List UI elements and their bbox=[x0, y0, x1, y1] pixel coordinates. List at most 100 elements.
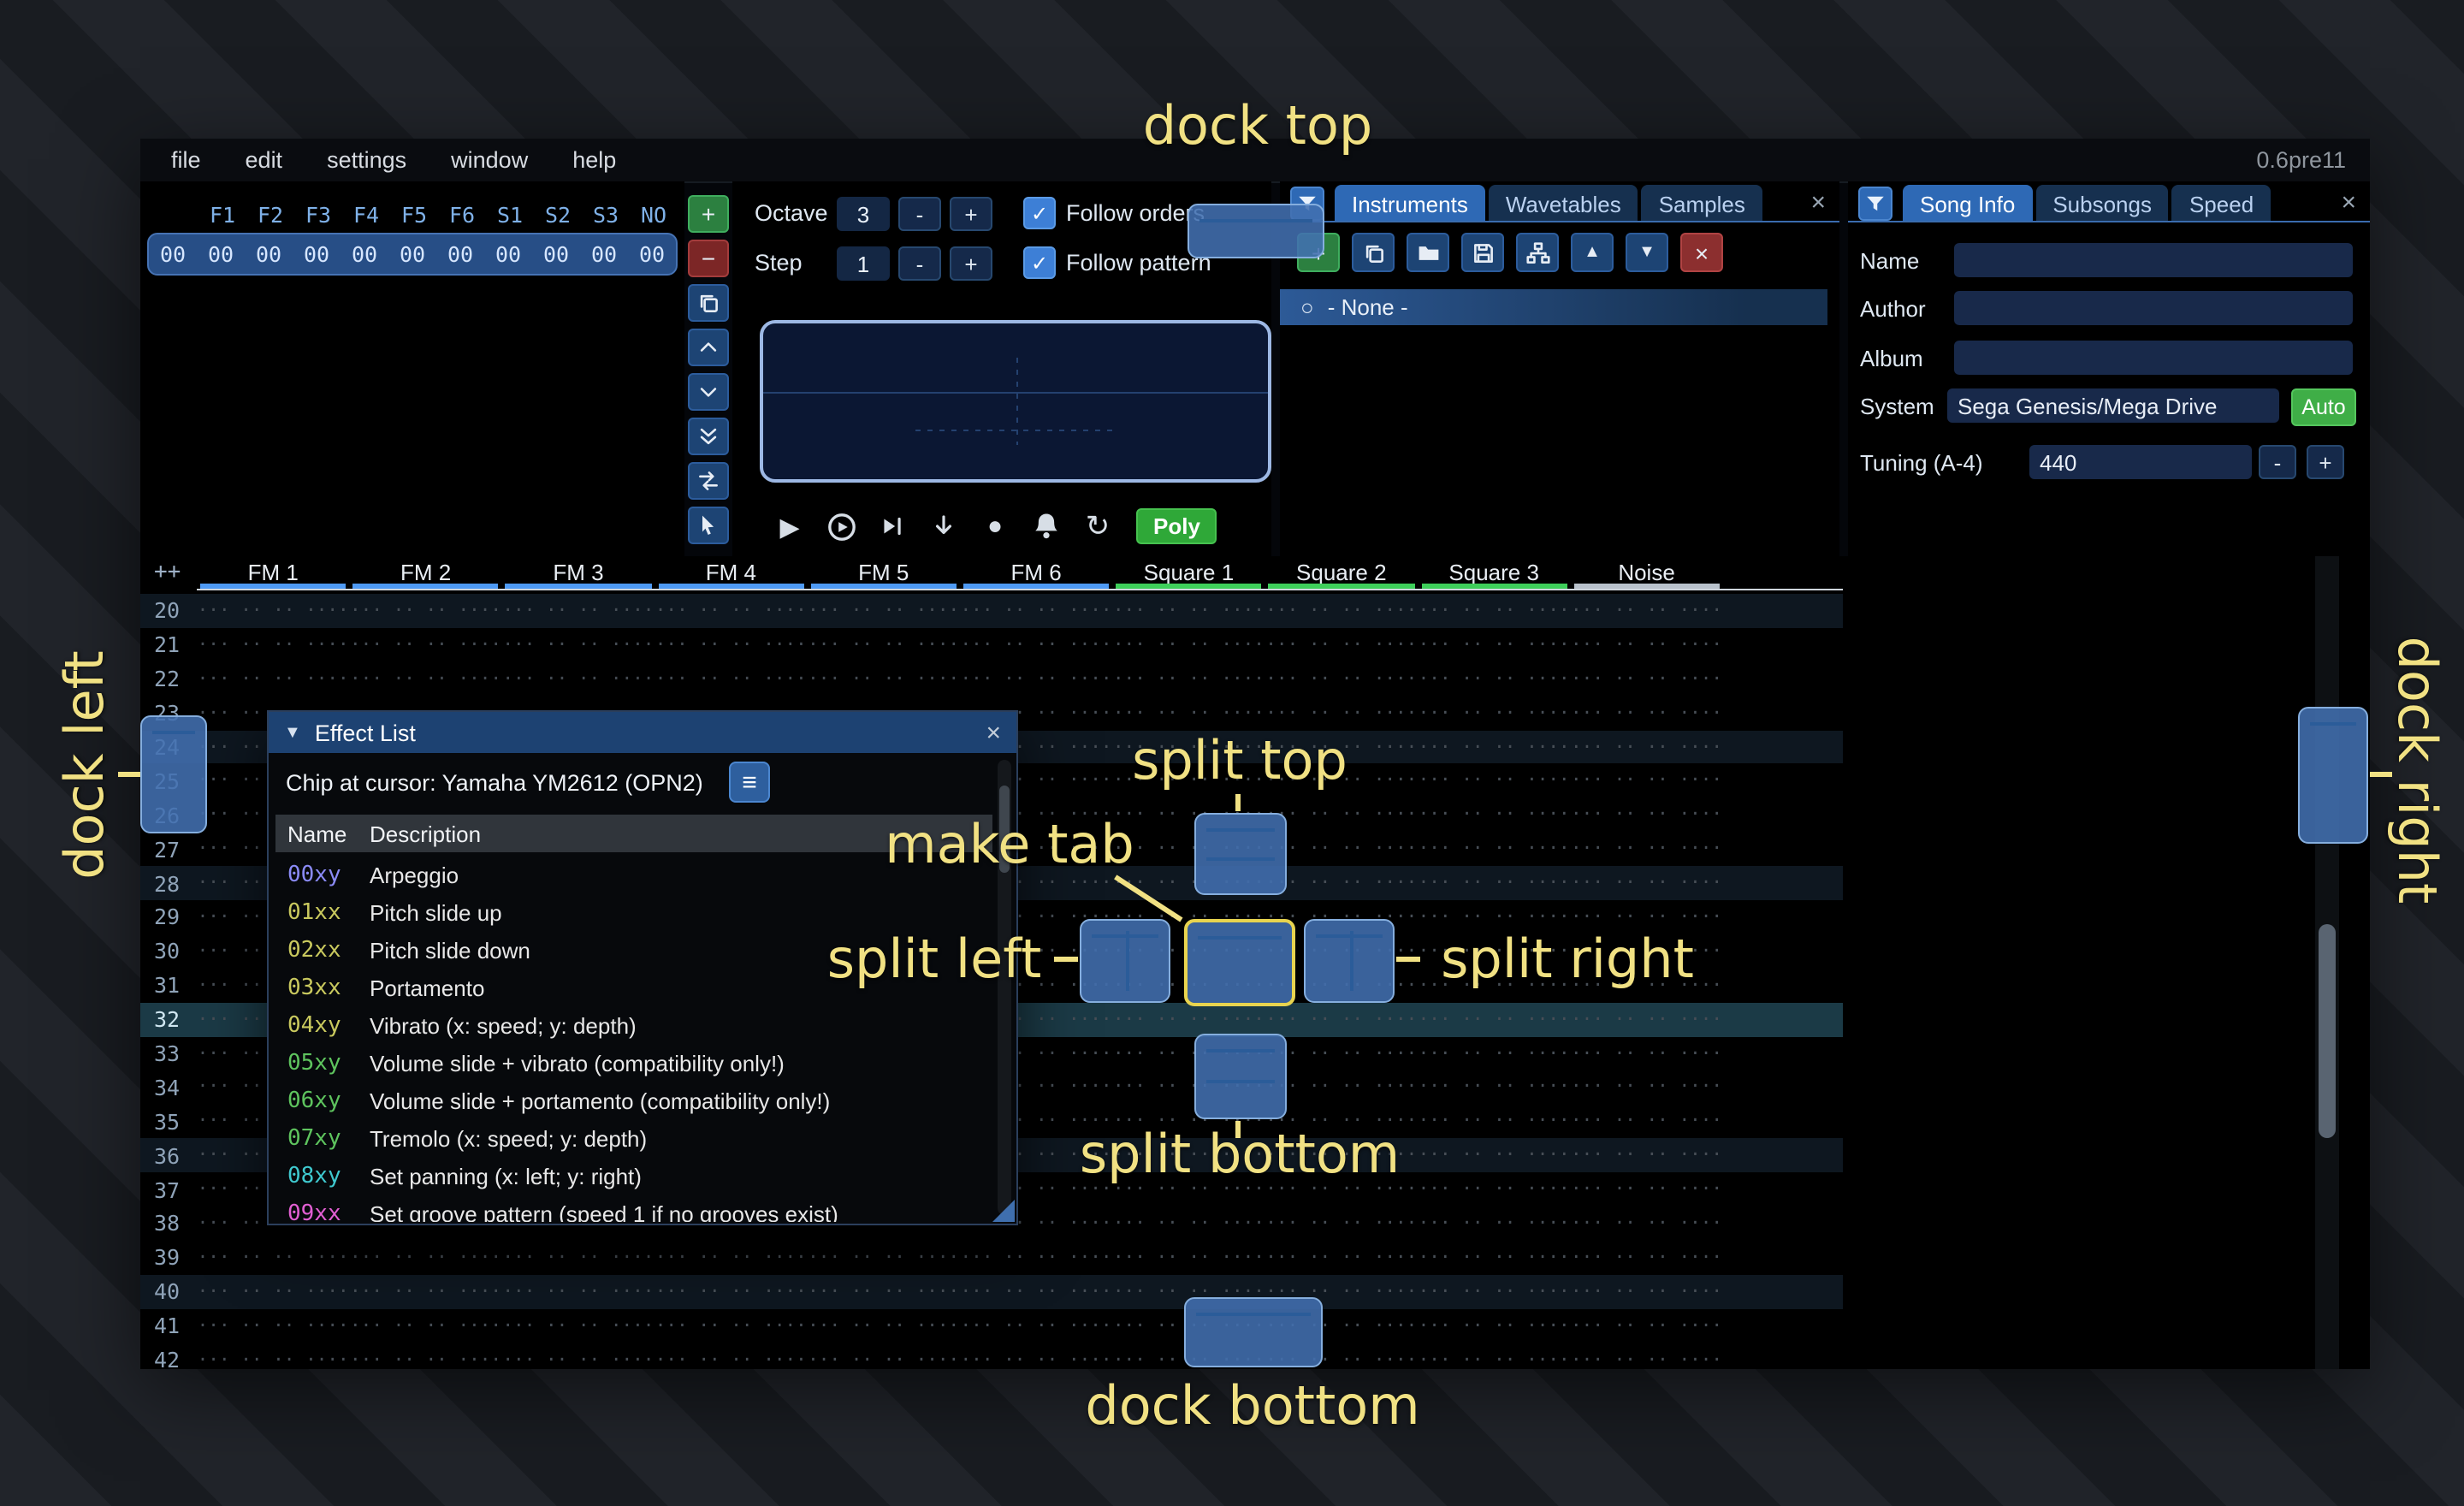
pattern-cell[interactable]: ··· ·· ·· ···· bbox=[960, 668, 1112, 690]
add-order-button[interactable]: + bbox=[688, 195, 729, 233]
split-target-bottom[interactable] bbox=[1194, 1034, 1287, 1119]
pattern-cell[interactable]: ··· ·· ·· ···· bbox=[1265, 600, 1418, 621]
save-instrument-button[interactable] bbox=[1461, 233, 1504, 272]
pattern-cell[interactable]: ··· ·· ·· ···· bbox=[1112, 1145, 1265, 1166]
pattern-cell[interactable]: ··· ·· ·· ···· bbox=[197, 1349, 349, 1369]
play-button[interactable]: ▶ bbox=[779, 513, 800, 542]
step-value[interactable]: 1 bbox=[837, 246, 890, 281]
pattern-cell[interactable]: ··· ·· ·· ···· bbox=[1571, 668, 1723, 690]
pattern-cell[interactable]: ··· ·· ·· ···· bbox=[1418, 975, 1570, 996]
pattern-cell[interactable]: ··· ·· ·· ···· bbox=[1571, 737, 1723, 757]
pattern-cell[interactable]: ··· ·· ·· ···· bbox=[197, 600, 349, 621]
pattern-cell[interactable]: ··· ·· ·· ···· bbox=[1265, 703, 1418, 724]
pattern-cell[interactable]: ··· ·· ·· ···· bbox=[1418, 1043, 1570, 1064]
pattern-cell[interactable]: ··· ·· ·· ···· bbox=[197, 1247, 349, 1268]
channel-header-fm-2[interactable]: FM 2 bbox=[349, 556, 501, 589]
tab-song-info[interactable]: Song Info bbox=[1903, 185, 2033, 222]
step-increase-button[interactable]: + bbox=[950, 246, 992, 281]
pattern-cell[interactable]: ··· ·· ·· ···· bbox=[808, 1281, 960, 1302]
collapse-icon[interactable]: ▼ bbox=[284, 723, 301, 742]
pattern-cell[interactable]: ··· ·· ·· ···· bbox=[1571, 873, 1723, 894]
play-from-cursor-button[interactable] bbox=[876, 510, 909, 543]
pattern-cell[interactable]: ··· ·· ·· ···· bbox=[1571, 1281, 1723, 1302]
pattern-cell[interactable]: ··· ·· ·· ···· bbox=[1571, 1247, 1723, 1268]
pattern-cell[interactable]: ··· ·· ·· ···· bbox=[654, 634, 807, 655]
pattern-cell[interactable]: ··· ·· ·· ···· bbox=[350, 1281, 502, 1302]
pattern-cell[interactable]: ··· ·· ·· ···· bbox=[1265, 770, 1418, 792]
duplicate-instrument-button[interactable] bbox=[1352, 233, 1395, 272]
order-edit-mode-button[interactable] bbox=[688, 507, 729, 544]
pattern-cell[interactable]: ··· ·· ·· ···· bbox=[1571, 839, 1723, 860]
pattern-cell[interactable]: ··· ·· ·· ···· bbox=[808, 1349, 960, 1369]
octave-decrease-button[interactable]: - bbox=[898, 197, 941, 231]
pattern-cell[interactable]: ··· ·· ·· ···· bbox=[1112, 703, 1265, 724]
order-cell[interactable]: 00 bbox=[495, 241, 522, 267]
close-panel-icon[interactable]: × bbox=[2341, 187, 2356, 216]
pattern-cell[interactable]: ··· ·· ·· ···· bbox=[1571, 1213, 1723, 1234]
follow-pattern-label[interactable]: Follow pattern bbox=[1066, 250, 1211, 276]
pattern-cell[interactable]: ··· ·· ·· ···· bbox=[1571, 770, 1723, 792]
menu-file[interactable]: file bbox=[171, 147, 201, 173]
menu-window[interactable]: window bbox=[451, 147, 529, 173]
pattern-cell[interactable]: ··· ·· ·· ···· bbox=[1265, 1111, 1418, 1132]
pattern-cell[interactable]: ··· ·· ·· ···· bbox=[1265, 668, 1418, 690]
pattern-cell[interactable]: ··· ·· ·· ···· bbox=[1571, 703, 1723, 724]
pattern-cell[interactable]: ··· ·· ·· ···· bbox=[1571, 600, 1723, 621]
pattern-cell[interactable]: ··· ·· ·· ···· bbox=[1418, 668, 1570, 690]
menu-settings[interactable]: settings bbox=[327, 147, 407, 173]
pattern-cell[interactable]: ··· ·· ·· ···· bbox=[1418, 940, 1570, 962]
author-field[interactable] bbox=[1954, 291, 2353, 325]
pattern-cell[interactable]: ··· ·· ·· ···· bbox=[1418, 703, 1570, 724]
pattern-cell[interactable]: ··· ·· ·· ···· bbox=[1418, 770, 1570, 792]
pattern-cell[interactable]: ··· ·· ·· ···· bbox=[1418, 634, 1570, 655]
pattern-cell[interactable]: ··· ·· ·· ···· bbox=[502, 1315, 654, 1337]
channel-header-square-1[interactable]: Square 1 bbox=[1112, 556, 1265, 589]
pattern-cell[interactable]: ··· ·· ·· ···· bbox=[1265, 634, 1418, 655]
pattern-cell[interactable]: ··· ·· ·· ···· bbox=[1571, 1111, 1723, 1132]
pattern-cell[interactable]: ··· ·· ·· ···· bbox=[1418, 873, 1570, 894]
pattern-cell[interactable]: ··· ·· ·· ···· bbox=[502, 634, 654, 655]
pattern-cell[interactable]: ··· ·· ·· ···· bbox=[1571, 1315, 1723, 1337]
pattern-cell[interactable]: ··· ·· ·· ···· bbox=[960, 1247, 1112, 1268]
order-cell[interactable]: 00 bbox=[542, 241, 570, 267]
dock-target-left[interactable] bbox=[140, 715, 207, 833]
channel-header-fm-1[interactable]: FM 1 bbox=[197, 556, 349, 589]
pattern-cell[interactable]: ··· ·· ·· ···· bbox=[1112, 1179, 1265, 1201]
tab-list-button[interactable] bbox=[1858, 187, 1892, 221]
pattern-cell[interactable]: ··· ·· ·· ···· bbox=[1571, 1043, 1723, 1064]
pattern-cell[interactable]: ··· ·· ·· ···· bbox=[654, 1315, 807, 1337]
pattern-cell[interactable]: ··· ·· ·· ···· bbox=[1112, 1247, 1265, 1268]
channel-header-fm-3[interactable]: FM 3 bbox=[502, 556, 654, 589]
pattern-cell[interactable]: ··· ·· ·· ···· bbox=[1418, 906, 1570, 928]
order-row-index[interactable]: 00 bbox=[159, 241, 187, 267]
channel-header-fm-4[interactable]: FM 4 bbox=[654, 556, 807, 589]
pattern-cell[interactable]: ··· ·· ·· ···· bbox=[1265, 1043, 1418, 1064]
pattern-scrollbar[interactable] bbox=[2315, 556, 2339, 1369]
pattern-cell[interactable]: ··· ·· ·· ···· bbox=[1265, 1009, 1418, 1030]
instrument-organize-button[interactable] bbox=[1516, 233, 1559, 272]
pattern-cell[interactable]: ··· ·· ·· ···· bbox=[502, 600, 654, 621]
description-column-header[interactable]: Description bbox=[370, 821, 482, 846]
close-icon[interactable]: × bbox=[986, 718, 1001, 747]
pattern-scrollbar-thumb[interactable] bbox=[2319, 924, 2336, 1138]
pattern-cell[interactable]: ··· ·· ·· ···· bbox=[1418, 737, 1570, 757]
pattern-cell[interactable]: ··· ·· ·· ···· bbox=[1112, 600, 1265, 621]
pattern-cell[interactable]: ··· ·· ·· ···· bbox=[1265, 1213, 1418, 1234]
pattern-cell[interactable]: ··· ·· ·· ···· bbox=[502, 1247, 654, 1268]
dock-target-bottom[interactable] bbox=[1184, 1297, 1323, 1367]
pattern-cell[interactable]: ··· ·· ·· ···· bbox=[502, 668, 654, 690]
album-field[interactable] bbox=[1954, 341, 2353, 375]
open-instrument-button[interactable] bbox=[1407, 233, 1449, 272]
pattern-cell[interactable]: ··· ·· ·· ···· bbox=[808, 668, 960, 690]
poly-button[interactable]: Poly bbox=[1136, 508, 1217, 544]
pattern-cell[interactable]: ··· ·· ·· ···· bbox=[808, 634, 960, 655]
expand-channels-button[interactable]: ++ bbox=[154, 560, 181, 585]
pattern-cell[interactable]: ··· ·· ·· ···· bbox=[960, 634, 1112, 655]
pattern-cell[interactable]: ··· ·· ·· ···· bbox=[1418, 1315, 1570, 1337]
pattern-cell[interactable]: ··· ·· ·· ···· bbox=[808, 1247, 960, 1268]
pattern-cell[interactable]: ··· ·· ·· ···· bbox=[808, 1315, 960, 1337]
name-column-header[interactable]: Name bbox=[287, 821, 347, 846]
